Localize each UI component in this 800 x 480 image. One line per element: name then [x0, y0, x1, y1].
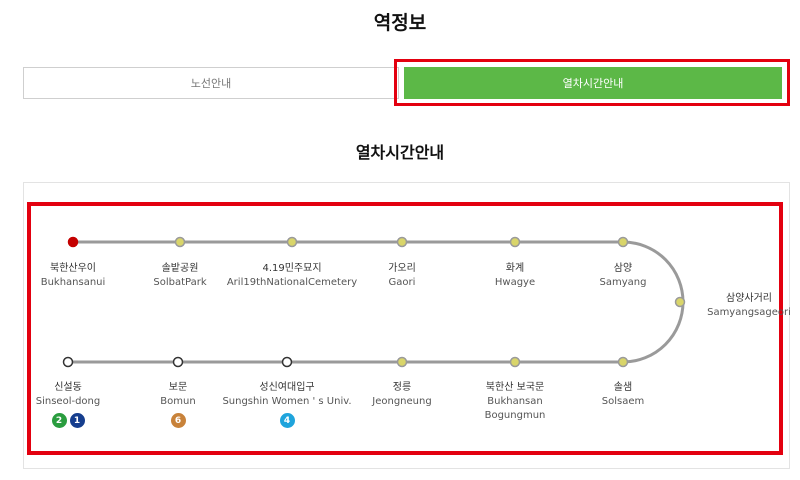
station-marker[interactable]: [62, 356, 74, 368]
station-name-english: Gaori: [388, 277, 416, 288]
station-name-korean: 4.19민주묘지: [262, 263, 322, 274]
station-marker[interactable]: [396, 236, 408, 248]
station-name-korean: 성신여대입구: [259, 382, 315, 393]
station-name-english: Samyang: [599, 277, 647, 288]
station-name-korean: 정릉: [392, 382, 412, 393]
line-4-badge: 4: [279, 413, 295, 428]
station-marker[interactable]: [281, 356, 293, 368]
station-label[interactable]: 삼양 Samyang: [548, 262, 698, 290]
station-marker[interactable]: [674, 296, 686, 308]
station-label[interactable]: 솔밭공원 SolbatPark: [105, 262, 255, 290]
station-name-korean: 보문: [168, 382, 188, 393]
route-map-panel: [23, 182, 790, 469]
station-label[interactable]: 성신여대입구 Sungshin Women ' s Univ.: [212, 381, 362, 409]
station-label[interactable]: 화계 Hwagye: [440, 262, 590, 290]
station-name-english: Bukhansan: [487, 396, 543, 407]
station-marker[interactable]: [509, 356, 521, 368]
line-6-badge: 6: [170, 413, 186, 428]
station-marker[interactable]: [617, 356, 629, 368]
station-name-english: Bukhansanui: [40, 277, 106, 288]
station-name-korean: 솔샘: [613, 382, 633, 393]
station-name-korean: 가오리: [388, 263, 416, 274]
page-title: 역정보: [373, 12, 427, 34]
station-name-korean: 솔밭공원: [161, 263, 199, 274]
station-name-english: Solsaem: [601, 396, 645, 407]
station-label[interactable]: 신설동 Sinseol-dong: [0, 381, 143, 409]
station-marker[interactable]: [172, 356, 184, 368]
station-label[interactable]: 북한산우이 Bukhansanui: [0, 262, 148, 290]
station-name-english: Jeongneung: [372, 396, 432, 407]
station-marker[interactable]: [396, 356, 408, 368]
station-name-english: Sinseol-dong: [35, 396, 101, 407]
station-label[interactable]: 보문 Bomun: [103, 381, 253, 409]
station-name-english: Hwagye: [494, 277, 536, 288]
route-line: [68, 240, 685, 364]
tab-train-schedule[interactable]: 열차시간안내: [404, 67, 782, 99]
station-name-english: SolbatPark: [153, 277, 207, 288]
route-map-highlight: [27, 202, 783, 455]
station-marker[interactable]: [67, 236, 79, 248]
line-1-badge: 1: [69, 413, 85, 428]
station-name-english: Samyangsageori: [707, 307, 791, 318]
station-name-english: Bomun: [160, 396, 196, 407]
station-name-korean: 화계: [505, 263, 525, 274]
station-name-korean: 신설동: [54, 382, 82, 393]
station-name-english-line2: Bogungmun: [484, 410, 546, 421]
active-tab-highlight: [394, 59, 790, 106]
station-label[interactable]: 솔샘 Solsaem: [548, 381, 698, 409]
section-title: 열차시간안내: [355, 143, 445, 162]
station-name-korean: 삼양: [613, 263, 633, 274]
station-name-korean: 삼양사거리: [726, 293, 772, 304]
station-marker[interactable]: [174, 236, 186, 248]
station-marker[interactable]: [617, 236, 629, 248]
station-label[interactable]: 4.19민주묘지 Aril19thNationalCemetery: [217, 262, 367, 290]
station-name-korean: 북한산 보국문: [485, 382, 545, 393]
station-label[interactable]: 가오리 Gaori: [327, 262, 477, 290]
station-label[interactable]: 정릉 Jeongneung: [327, 381, 477, 409]
station-label[interactable]: 삼양사거리 Samyangsageori: [694, 292, 800, 320]
station-name-korean: 북한산우이: [50, 263, 96, 274]
station-name-english: Aril19thNationalCemetery: [226, 277, 358, 288]
transfer-badges: 6: [170, 413, 186, 428]
station-marker[interactable]: [286, 236, 298, 248]
line-2-badge: 2: [51, 413, 67, 428]
transfer-badges: 4: [279, 413, 295, 428]
station-name-english: Sungshin Women ' s Univ.: [222, 396, 352, 407]
tab-route-guide[interactable]: 노선안내: [23, 67, 399, 99]
station-marker[interactable]: [509, 236, 521, 248]
